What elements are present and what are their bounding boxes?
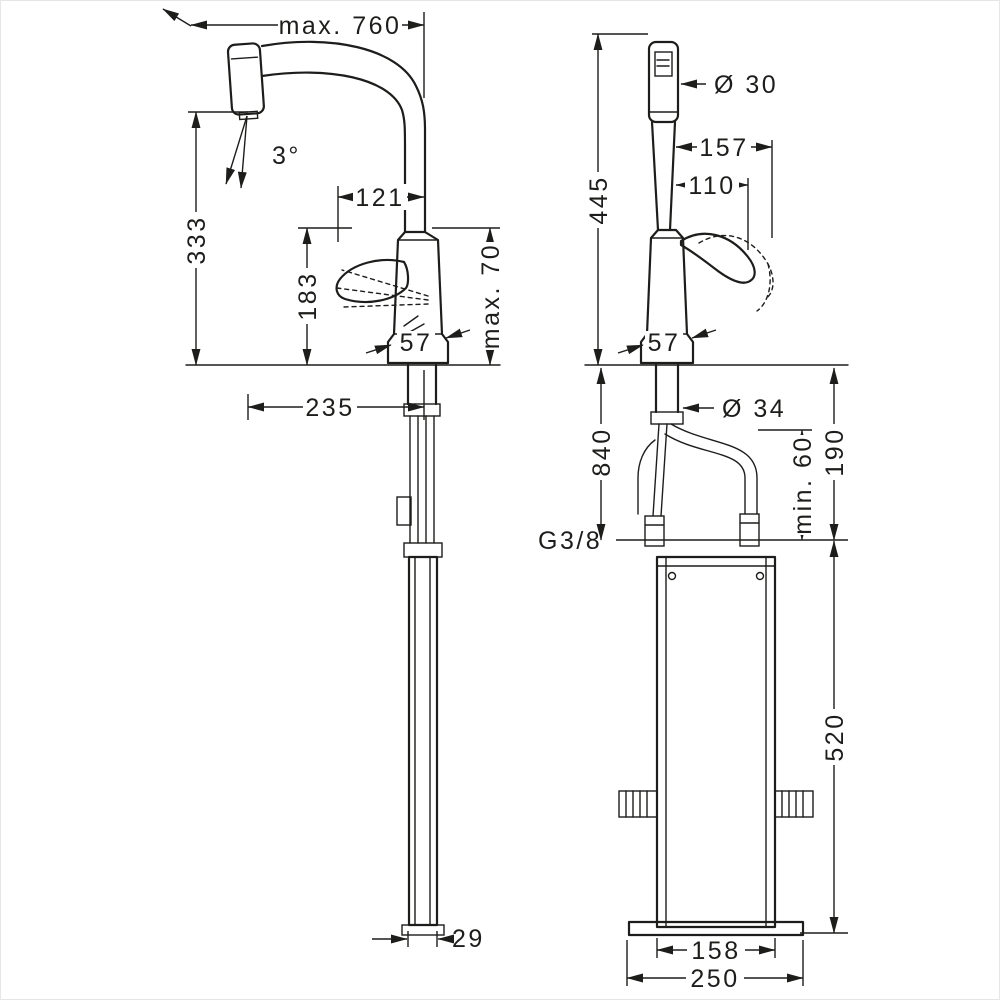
- mounting-clip-right: [774, 790, 814, 818]
- hose-fitting-side: [396, 496, 412, 526]
- mounting-nut-front: [650, 411, 684, 425]
- dim-label-57-front: 57: [648, 329, 681, 357]
- spout-inner: [260, 71, 407, 234]
- dim-label-dia-34: Ø 34: [722, 395, 786, 423]
- unit-base-plate: [627, 920, 805, 937]
- side-view: max. 760 3° 121 333 183 max. 70 57 235 2…: [162, 8, 505, 953]
- side-faucet-outline: [185, 40, 501, 936]
- handle-lever-side: [335, 258, 410, 304]
- dim-label-520: 520: [821, 712, 849, 761]
- mounting-clip-left: [618, 790, 658, 818]
- g38-fitting-right: [739, 513, 760, 547]
- unit-foot-side: [401, 924, 445, 936]
- dim-label-183: 183: [294, 271, 322, 320]
- dim-label-250: 250: [690, 965, 739, 993]
- dim-label-max-70: max. 70: [477, 243, 505, 349]
- spray-head-front: [647, 40, 680, 124]
- dim-label-158: 158: [691, 937, 740, 965]
- front-dimensions: Ø 30 445 157 110 57 840 Ø 34 min. 60 190…: [538, 33, 849, 993]
- handle-lever-front: [679, 232, 756, 284]
- dim-label-190: 190: [821, 427, 849, 476]
- dim-label-110: 110: [688, 172, 735, 200]
- installation-box: [655, 555, 777, 929]
- mounting-nut-side: [403, 403, 441, 417]
- dim-label-min-60: min. 60: [789, 435, 817, 534]
- dim-label-29: 29: [452, 925, 485, 953]
- spout-outer: [260, 40, 427, 234]
- installation-unit-front: [618, 555, 814, 937]
- dim-label-121: 121: [355, 184, 404, 212]
- faucet-body-side: [386, 230, 450, 365]
- spray-head-side: [226, 42, 265, 121]
- dim-label-dia-30: Ø 30: [714, 71, 778, 99]
- g38-fitting-left: [644, 515, 665, 547]
- installation-unit-side: [407, 555, 439, 927]
- faucet-body-front: [639, 228, 695, 365]
- dim-label-max-760: max. 760: [279, 12, 402, 40]
- side-dimensions: max. 760 3° 121 333 183 max. 70 57 235 2…: [162, 8, 505, 953]
- dim-label-57-side: 57: [400, 329, 433, 357]
- front-view: Ø 30 445 157 110 57 840 Ø 34 min. 60 190…: [538, 33, 849, 993]
- dim-label-157: 157: [699, 134, 748, 162]
- dim-label-840: 840: [588, 427, 616, 476]
- dim-label-333: 333: [183, 215, 211, 264]
- dim-label-445: 445: [585, 175, 613, 224]
- dim-label-angle-3: 3°: [272, 142, 301, 170]
- dim-label-g38: G3/8: [538, 527, 602, 555]
- dim-label-235: 235: [305, 394, 354, 422]
